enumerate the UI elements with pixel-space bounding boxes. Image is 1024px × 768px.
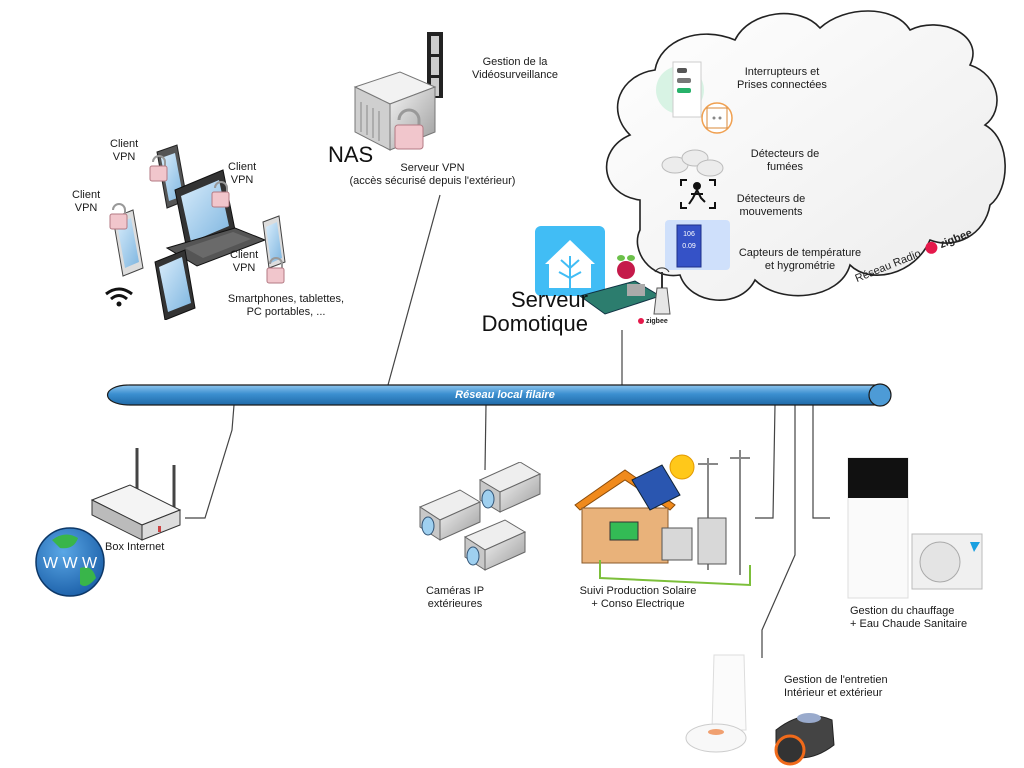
zigbee-dongle-text: zigbee bbox=[645, 318, 668, 325]
electric-meter-icon bbox=[661, 517, 727, 565]
lock-icon bbox=[266, 257, 285, 284]
motion-detector-icon bbox=[680, 179, 716, 209]
svg-text:106: 106 bbox=[683, 231, 695, 238]
security-camera-icon bbox=[463, 519, 527, 571]
zigbee-logo-icon bbox=[638, 318, 644, 324]
devices-label: Smartphones, tablettes,PC portables, ... bbox=[227, 293, 345, 318]
ip-cameras-illustration bbox=[418, 462, 542, 571]
robot-vacuum-icon bbox=[685, 654, 747, 753]
lock-icon bbox=[149, 155, 168, 182]
nas-title: NAS bbox=[328, 142, 374, 167]
zigbee-antenna-icon bbox=[653, 267, 671, 315]
temperature-sensor-icon: 106 0.09 bbox=[665, 220, 730, 270]
solar-house-illustration bbox=[574, 450, 751, 587]
lock-icon bbox=[394, 108, 424, 150]
lan-bus bbox=[107, 383, 892, 407]
home-assistant-logo-icon bbox=[535, 226, 605, 296]
lock-icon bbox=[211, 181, 230, 208]
security-camera-icon bbox=[478, 462, 542, 513]
robot-mower-icon bbox=[774, 713, 835, 766]
house-icon bbox=[574, 469, 676, 564]
globe-icon: W W W bbox=[35, 527, 105, 597]
smart-plug-icon bbox=[701, 102, 733, 134]
nas-server-illustration bbox=[353, 32, 443, 151]
solar-label: Suivi Production Solaire+ Conso Electriq… bbox=[579, 585, 697, 610]
lan-label: Réseau local filaire bbox=[455, 389, 555, 401]
outdoor-unit-icon bbox=[911, 533, 983, 590]
smart-switch-icon bbox=[656, 61, 704, 118]
solar-panel-icon bbox=[631, 464, 681, 511]
router-icon bbox=[90, 448, 182, 541]
box-internet-label: Box Internet bbox=[105, 541, 165, 553]
tablet-icon bbox=[154, 249, 196, 320]
cleaning-robots-illustration bbox=[685, 654, 835, 766]
smartphone-icon bbox=[262, 215, 286, 269]
internet-box-illustration: W W W bbox=[35, 448, 182, 597]
client-devices-illustration bbox=[109, 144, 286, 320]
zigbee-devices-illustration: 106 0.09 bbox=[656, 61, 733, 270]
cable-line bbox=[599, 560, 751, 587]
sun-icon bbox=[669, 454, 695, 480]
smoke-detector-icon bbox=[661, 149, 724, 177]
indoor-unit-icon bbox=[847, 457, 909, 599]
wifi-icon bbox=[105, 287, 133, 307]
heating-label: Gestion du chauffage+ Eau Chaude Sanitai… bbox=[850, 605, 968, 630]
zigbee-dongle-label: zigbee bbox=[638, 318, 668, 325]
lock-icon bbox=[109, 203, 128, 230]
svg-text:0.09: 0.09 bbox=[682, 243, 696, 250]
svg-text:W W W: W W W bbox=[43, 555, 98, 572]
connector-lines bbox=[185, 194, 830, 658]
heat-pump-illustration bbox=[847, 457, 983, 599]
raspberry-pi-logo-icon bbox=[617, 255, 635, 279]
security-camera-icon bbox=[418, 489, 482, 541]
vpn-server-label: Serveur VPN(accès sécurisé depuis l'exté… bbox=[349, 162, 516, 187]
home-server-illustration bbox=[535, 226, 671, 315]
